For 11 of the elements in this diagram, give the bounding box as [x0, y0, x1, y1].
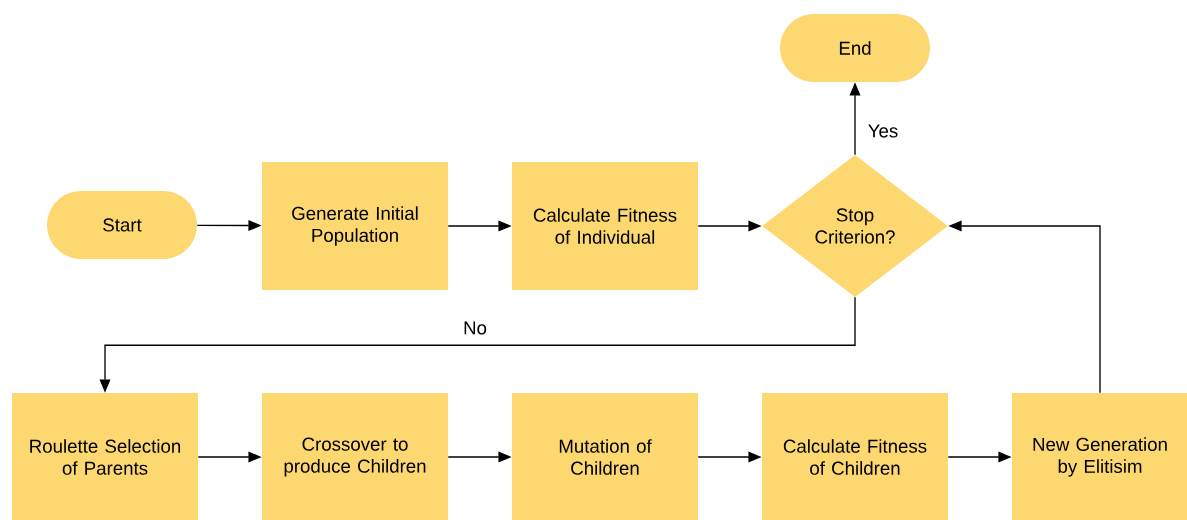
- process-box: New Generation by Elitisim: [1012, 393, 1187, 520]
- terminal-box: End: [780, 14, 930, 82]
- edge-label: No: [461, 320, 489, 336]
- process-box: Calculate Fitness of Children: [762, 393, 948, 520]
- process-box: Mutation of Children: [512, 393, 698, 520]
- terminal-box: Start: [47, 191, 197, 259]
- process-box: Calculate Fitness of Individual: [512, 162, 698, 290]
- process-box: Roulette Selection of Parents: [12, 393, 198, 520]
- process-box: Generate Initial Population: [262, 162, 448, 290]
- edge-label: Yes: [866, 123, 900, 139]
- process-box: Crossover to produce Children: [262, 393, 448, 520]
